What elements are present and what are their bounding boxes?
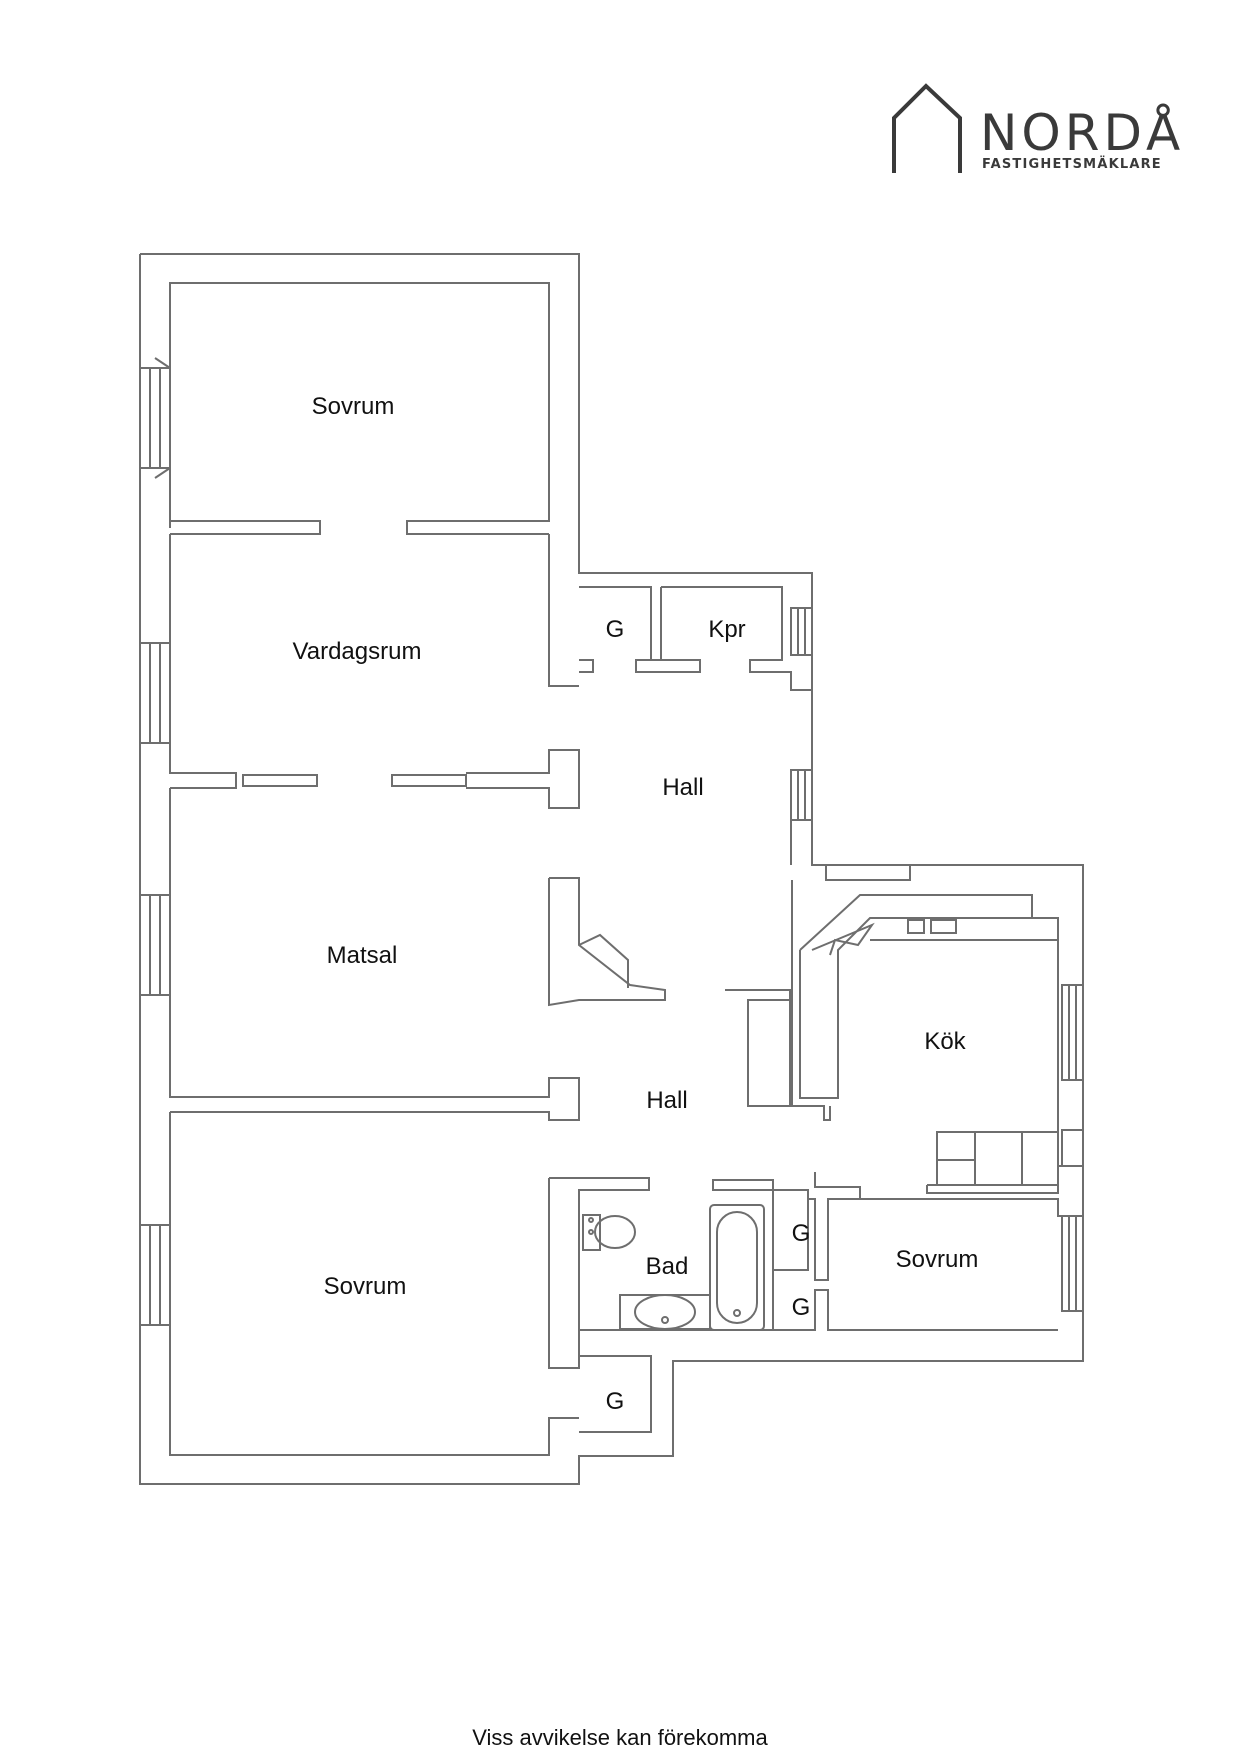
wall-g-mid (772, 1190, 1058, 1331)
wall-sovrum-top-door-left (170, 520, 321, 535)
windows-left (139, 357, 171, 1326)
window-kok-2 (1061, 1129, 1084, 1167)
brand-logo: NORDÅ FASTIGHETSMÄKLARE (880, 80, 1180, 180)
wall-kpr (661, 586, 812, 691)
label-bad: Bad (646, 1253, 689, 1280)
logo-subtitle: FASTIGHETSMÄKLARE (982, 157, 1162, 172)
wall-sovrum-bottom-left (169, 1112, 579, 1456)
cabinet-block (936, 1131, 1059, 1186)
label-sovrum-right: Sovrum (896, 1246, 979, 1273)
wall-kok-top (825, 865, 911, 881)
window-sovrum-right (1061, 1215, 1084, 1312)
counter-right (870, 917, 1059, 941)
label-vardagsrum: Vardagsrum (293, 638, 422, 665)
stove-2 (930, 919, 957, 934)
wall-kpr-door (636, 659, 701, 673)
wall-vardagsrum (169, 534, 237, 789)
wall-g-top-left (579, 659, 594, 673)
wall-hall-right (790, 769, 812, 865)
label-g-bottom: G (606, 1388, 625, 1415)
counter-diag (811, 922, 875, 956)
window-kpr (790, 607, 813, 656)
window-hall (790, 769, 813, 821)
label-hall-upper: Hall (662, 774, 703, 801)
wall-g-mid-right (808, 1172, 861, 1281)
label-sovrum-top: Sovrum (312, 393, 395, 420)
stove (907, 919, 925, 934)
outer-wall (139, 253, 1084, 1485)
counter-top (799, 894, 1033, 1099)
label-sovrum-bottom-left: Sovrum (324, 1273, 407, 1300)
wall-vardagsrum-stub (466, 749, 580, 809)
door-vardagsrum-right (391, 774, 467, 787)
label-kok: Kök (924, 1028, 966, 1055)
label-g-top: G (606, 616, 625, 643)
wall-sovrum-right (828, 1198, 1062, 1217)
door-vardagsrum-left (242, 774, 318, 787)
wall-matsal (169, 788, 580, 1121)
wall-vardagsrum-right (548, 534, 579, 687)
wall-g-bottom (578, 1355, 652, 1433)
window-kok (1061, 984, 1084, 1081)
wall-sovrum-top (169, 282, 550, 535)
label-g-mid-lower: G (792, 1294, 811, 1321)
wall-bad-left (549, 1177, 650, 1330)
label-kpr: Kpr (708, 616, 745, 643)
label-hall-lower: Hall (646, 1087, 687, 1114)
wall-g-mid-top (772, 1189, 809, 1271)
bathtub (709, 1204, 765, 1331)
house-outline-icon (892, 83, 962, 173)
wall-hall-kitchen (725, 989, 791, 1107)
label-matsal: Matsal (327, 942, 398, 969)
disclaimer: Viss avvikelse kan förekomma (472, 1725, 768, 1750)
chimney-inner (578, 933, 629, 988)
toilet-tank (582, 1214, 601, 1251)
logo-name: NORDÅ (980, 104, 1185, 162)
wall-kok (791, 880, 831, 1121)
chimney (548, 877, 666, 1007)
label-g-mid-upper: G (792, 1220, 811, 1247)
toilet-bowl (594, 1215, 636, 1249)
wall-kok-bottom (926, 1184, 1059, 1194)
